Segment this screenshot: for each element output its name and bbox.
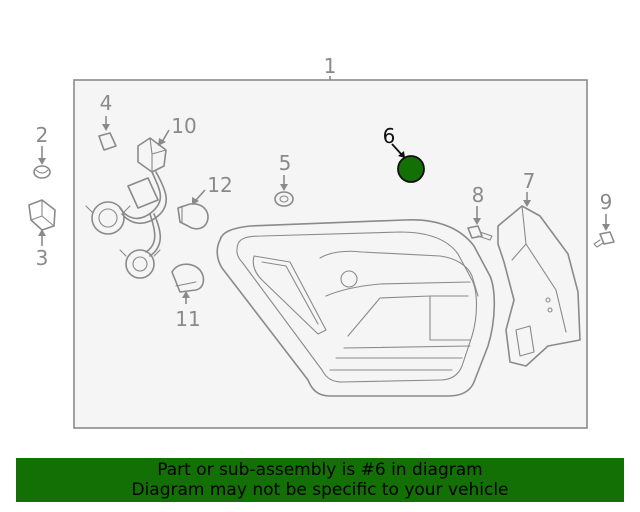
part-4-grommet[interactable]	[98, 116, 117, 151]
notice-line-2: Diagram may not be specific to your vehi…	[131, 480, 509, 500]
part-3-clip[interactable]	[28, 199, 56, 246]
callout-1: 1	[324, 54, 337, 78]
callout-3: 3	[36, 246, 49, 270]
part-11-bulb[interactable]	[171, 263, 205, 304]
callout-2: 2	[36, 123, 49, 147]
part-2-clip[interactable]	[33, 146, 51, 179]
part-10-wiring-harness[interactable]	[85, 129, 170, 279]
callout-12: 12	[207, 173, 232, 197]
callout-4: 4	[100, 91, 113, 115]
part-12-bulb[interactable]	[177, 189, 209, 230]
callout-7: 7	[523, 169, 536, 193]
parts-diagram: 1 2 3 4 10	[28, 54, 615, 429]
callout-5: 5	[279, 151, 292, 175]
part-9-screw[interactable]	[593, 214, 615, 248]
callout-10: 10	[171, 114, 196, 138]
notice-line-1: Part or sub-assembly is #6 in diagram	[157, 460, 483, 480]
part-5-grommet[interactable]	[274, 175, 294, 207]
part-7-bracket[interactable]	[497, 192, 581, 367]
tail-lamp-housing[interactable]	[216, 219, 496, 397]
part-8-screw[interactable]	[467, 206, 493, 241]
callout-6: 6	[383, 124, 396, 148]
callout-11: 11	[175, 307, 200, 331]
part-6-highlighted[interactable]	[391, 143, 425, 183]
callout-8: 8	[472, 183, 485, 207]
callout-9: 9	[600, 190, 613, 214]
part-notice-banner: Part or sub-assembly is #6 in diagram Di…	[16, 458, 624, 502]
